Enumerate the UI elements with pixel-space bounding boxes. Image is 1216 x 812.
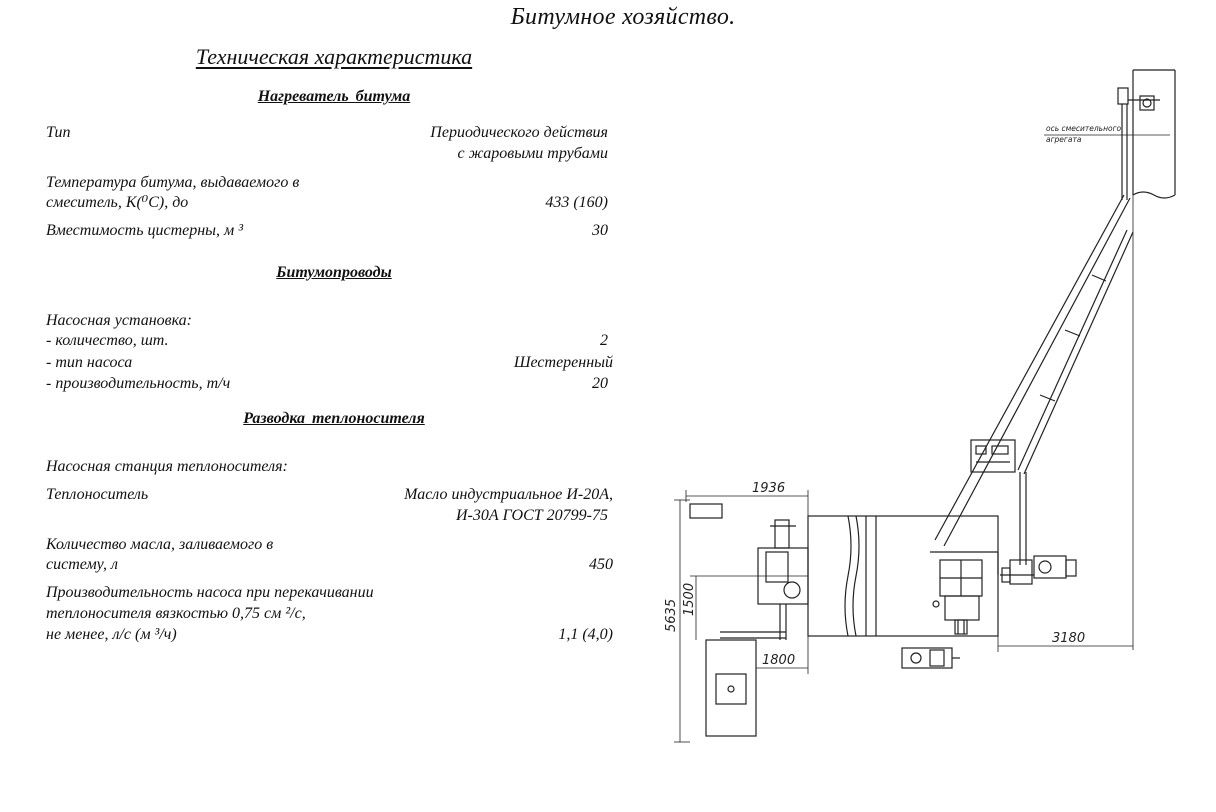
dimension-1500: 1500 (682, 583, 697, 616)
burner-assembly (720, 519, 809, 640)
pump-unit-label: Насосная установка: (46, 312, 192, 329)
bitumen-tank (807, 515, 999, 637)
spec-subtitle: Техническая характеристика (195, 44, 473, 69)
type-value-line1: Периодического действия (430, 124, 608, 141)
pump-type-value: Шестеренный (513, 354, 613, 371)
page-title: Битумное хозяйство. (510, 4, 736, 30)
station-label: Насосная станция теплоносителя: (46, 458, 288, 475)
pump-perf-value: 1,1 (4,0) (558, 626, 613, 643)
heater-unit (930, 551, 999, 635)
oil-value: 450 (589, 556, 613, 573)
dimension-1800: 1800 (762, 653, 795, 668)
capacity-label: Вместимость цистерны, м ³ (46, 222, 244, 239)
type-value-line2: с жаровыми трубами (457, 145, 608, 162)
heat-carrier-heading: Разводка теплоносителя (243, 410, 425, 427)
carrier-value-line1: Масло индустриальное И-20А, (404, 486, 613, 503)
dimension-3180: 3180 (1052, 631, 1085, 646)
storage-container (689, 503, 757, 737)
dimension-lines (674, 490, 1133, 743)
count-value: 2 (600, 332, 608, 349)
pump-type-label: - тип насоса (46, 354, 133, 371)
inclined-pipelines (934, 194, 1134, 547)
mixer-axis-line (1044, 134, 1170, 650)
temp-label-line2: смеситель, К(⁰С), до (46, 194, 189, 211)
oil-label-line2: систему, л (46, 556, 118, 573)
temp-label-line1: Температура битума, выдаваемого в (46, 174, 300, 191)
carrier-label: Теплоноситель (46, 486, 149, 503)
top-valve-assembly (1117, 87, 1160, 200)
heat-carrier-pump-station (901, 647, 960, 669)
carrier-value-line2: И-30А ГОСТ 20799-75 (456, 507, 608, 524)
bitumen-pump-units (1000, 555, 1077, 585)
oil-label-line1: Количество масла, заливаемого в (46, 536, 274, 553)
control-box (970, 439, 1016, 473)
productivity-value: 20 (592, 375, 608, 392)
axis-note-line2: агрегата (1046, 135, 1082, 144)
type-label: Тип (46, 124, 71, 141)
dimension-1936: 1936 (752, 481, 785, 496)
dimension-5635: 5635 (664, 599, 679, 632)
temp-value: 433 (160) (545, 194, 608, 211)
count-label: - количество, шт. (46, 332, 169, 349)
pump-perf-label-line1: Производительность насоса при перекачива… (46, 584, 374, 601)
axis-note-line1: ось смесительного (1046, 124, 1122, 133)
capacity-value: 30 (592, 222, 608, 239)
pipelines-heading: Битумопроводы (276, 264, 392, 281)
heater-heading: Нагреватель битума (257, 88, 411, 105)
pump-perf-label-line2: теплоносителя вязкостью 0,75 см ²/с, (46, 605, 306, 622)
productivity-label: - производительность, т/ч (46, 375, 231, 392)
mixer-building (1132, 69, 1176, 199)
pump-perf-label-line3: не менее, л/с (м ³/ч) (46, 626, 177, 643)
vertical-pipe (1019, 472, 1027, 565)
